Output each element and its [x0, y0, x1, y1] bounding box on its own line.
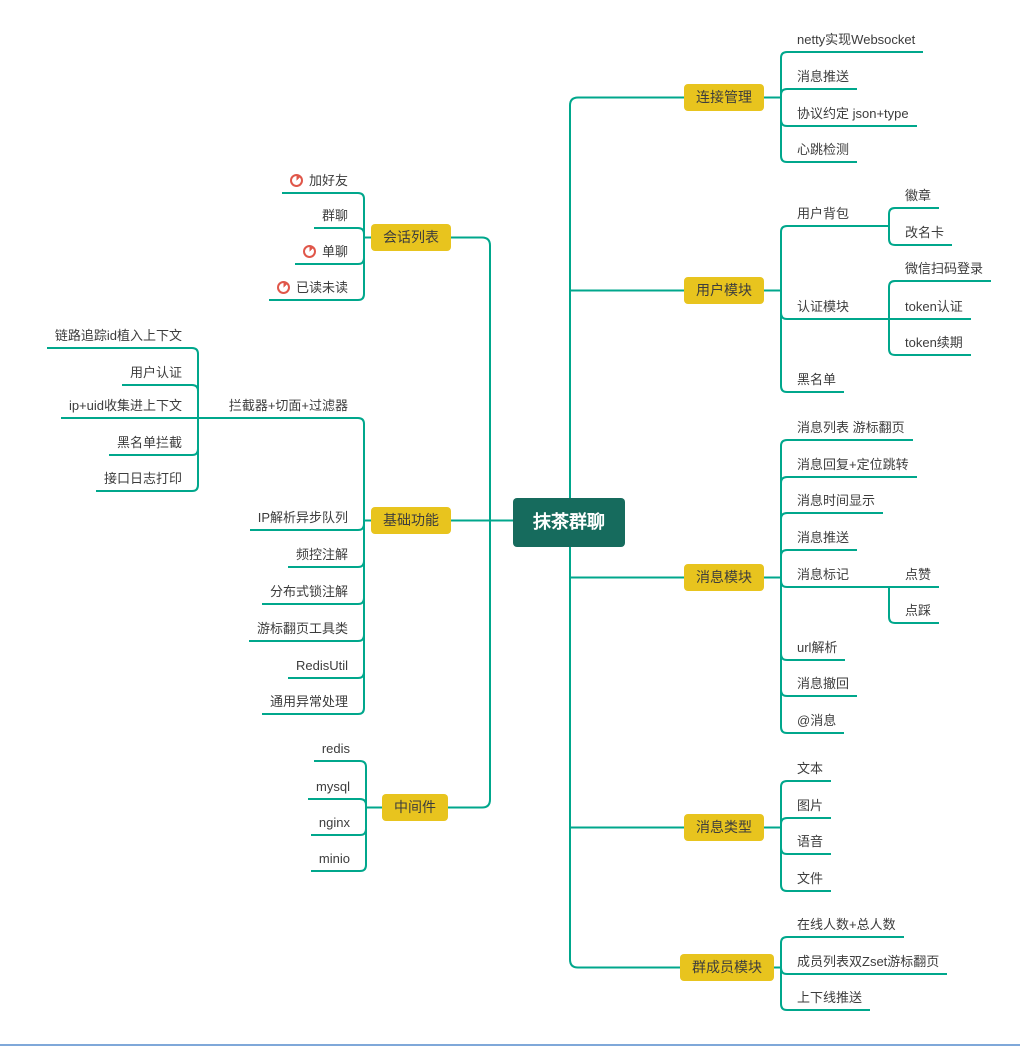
- leaf-label: 单聊: [321, 244, 348, 259]
- leaf-node[interactable]: 群聊: [313, 206, 356, 229]
- leaf-node[interactable]: 上下线推送: [789, 988, 871, 1011]
- branch-node-session-list[interactable]: 会话列表: [371, 224, 451, 251]
- leaf-node[interactable]: 协议约定 json+type: [789, 104, 917, 127]
- leaf-node[interactable]: nginx: [310, 813, 358, 836]
- leaf-node[interactable]: @消息: [789, 711, 845, 734]
- leaf-node[interactable]: 文件: [789, 869, 832, 892]
- leaf-node[interactable]: 点赞: [897, 565, 940, 588]
- connector-connection-mgmt: [759, 51, 790, 163]
- leaf-node[interactable]: 文本: [789, 759, 832, 782]
- leaf-node[interactable]: 语音: [789, 832, 832, 855]
- leaf-node[interactable]: 接口日志打印: [95, 469, 190, 492]
- leaf-label: 已读未读: [295, 280, 348, 295]
- branch-node-group-member[interactable]: 群成员模块: [680, 954, 774, 981]
- connector-middleware: [357, 760, 391, 872]
- connector-auth-module: [856, 280, 898, 356]
- leaf-node[interactable]: 消息撤回: [789, 674, 858, 697]
- leaf-node[interactable]: 消息推送: [789, 67, 858, 90]
- branch-node-connection-mgmt[interactable]: 连接管理: [684, 84, 764, 111]
- branch-node-message-module[interactable]: 消息模块: [684, 564, 764, 591]
- leaf-node[interactable]: 消息推送: [789, 528, 858, 551]
- progress-icon: [276, 281, 290, 294]
- leaf-node[interactable]: 链路追踪id植入上下文: [46, 326, 190, 349]
- leaf-node[interactable]: 成员列表双Zset游标翻页: [789, 952, 948, 975]
- leaf-node[interactable]: IP解析异步队列: [249, 508, 356, 531]
- leaf-node[interactable]: 游标翻页工具类: [248, 619, 356, 642]
- connector-message-type: [759, 780, 790, 892]
- leaf-node[interactable]: 用户背包: [789, 204, 857, 227]
- leaf-node[interactable]: 徽章: [897, 186, 940, 209]
- leaf-node[interactable]: 消息标记: [789, 565, 857, 588]
- leaf-node[interactable]: 黑名单拦截: [108, 433, 190, 456]
- connector-interceptor: [189, 347, 211, 492]
- leaf-node[interactable]: 图片: [789, 796, 832, 819]
- leaf-label: 加好友: [308, 173, 348, 188]
- leaf-node[interactable]: 消息列表 游标翻页: [789, 418, 913, 441]
- leaf-node[interactable]: 加好友: [281, 171, 356, 194]
- branch-node-basic-functions[interactable]: 基础功能: [371, 507, 451, 534]
- leaf-node[interactable]: 微信扫码登录: [897, 259, 992, 282]
- leaf-node[interactable]: 已读未读: [268, 278, 356, 301]
- window-bottom-edge: [0, 1044, 1020, 1046]
- leaf-node[interactable]: 频控注解: [287, 545, 356, 568]
- progress-icon: [289, 174, 303, 187]
- leaf-node[interactable]: 消息时间显示: [789, 491, 884, 514]
- branch-node-message-type[interactable]: 消息类型: [684, 814, 764, 841]
- leaf-node[interactable]: redis: [313, 739, 358, 762]
- branch-node-middleware[interactable]: 中间件: [382, 794, 448, 821]
- connector-user-bag: [856, 207, 898, 246]
- leaf-node[interactable]: 通用异常处理: [261, 692, 356, 715]
- leaf-node[interactable]: 分布式锁注解: [261, 582, 356, 605]
- leaf-node[interactable]: RedisUtil: [287, 656, 356, 679]
- leaf-node[interactable]: netty实现Websocket: [789, 30, 924, 53]
- leaf-node[interactable]: 改名卡: [897, 223, 953, 246]
- leaf-node[interactable]: token认证: [897, 297, 971, 320]
- connector-user-module: [759, 225, 790, 393]
- leaf-node[interactable]: token续期: [897, 333, 971, 356]
- leaf-node[interactable]: 用户认证: [121, 363, 190, 386]
- leaf-node[interactable]: 单聊: [294, 242, 356, 265]
- connector-message-mark: [856, 586, 898, 624]
- leaf-node[interactable]: 在线人数+总人数: [789, 915, 904, 938]
- leaf-node[interactable]: 点踩: [897, 601, 940, 624]
- root-node[interactable]: 抹茶群聊: [513, 498, 625, 547]
- connector-message-module: [759, 439, 790, 734]
- leaf-node[interactable]: minio: [310, 849, 358, 872]
- leaf-node[interactable]: 拦截器+切面+过滤器: [210, 396, 356, 419]
- connector-basic-functions: [355, 417, 381, 715]
- leaf-node[interactable]: 心跳检测: [789, 140, 858, 163]
- branch-node-user-module[interactable]: 用户模块: [684, 277, 764, 304]
- progress-icon: [302, 245, 316, 258]
- leaf-node[interactable]: 消息回复+定位跳转: [789, 455, 917, 478]
- leaf-node[interactable]: url解析: [789, 638, 846, 661]
- leaf-node[interactable]: mysql: [308, 777, 358, 800]
- leaf-node[interactable]: ip+uid收集进上下文: [60, 396, 190, 419]
- leaf-node[interactable]: 黑名单: [789, 370, 845, 393]
- leaf-node[interactable]: 认证模块: [789, 297, 857, 320]
